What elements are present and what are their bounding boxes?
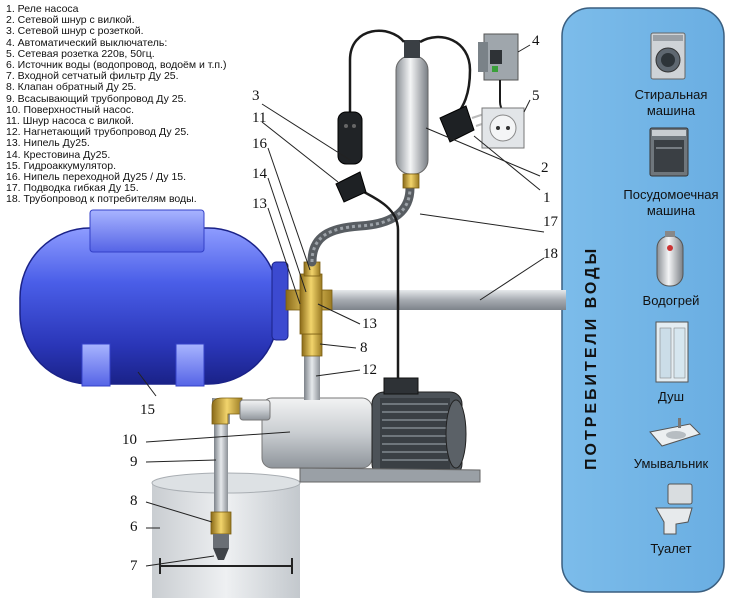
legend-item: 9. Всасывающий трубопровод Ду 25. [6,92,187,105]
callout-9: 9 [130,454,138,470]
consumer-label: машина [647,203,696,218]
consumer-label: машина [647,103,696,118]
callout-8-upper: 8 [360,340,368,356]
callout-11: 11 [252,110,266,126]
callout-5: 5 [532,88,540,104]
automatic-breaker [478,33,519,81]
legend-item: 4. Автоматический выключатель: [6,36,168,49]
dishwasher-icon [649,127,689,177]
mains-cord-with-socket [348,29,405,112]
legend-item: 6. Источник воды (водопровод, водоём и т… [6,59,227,72]
legend-item: 13. Нипель Ду25. [6,137,90,150]
check-valve-upper [301,333,323,357]
consumer-label: Душ [658,389,684,404]
callout-17-upper: 17 [543,214,559,230]
cord-socket [337,111,363,165]
callout-7: 7 [130,558,138,574]
outlet-pipe [330,290,566,310]
callout-16: 16 [252,136,268,152]
shower-cabin-icon [655,321,689,383]
toilet-icon [655,483,693,535]
consumers-title: ПОТРЕБИТЕЛИ ВОДЫ [583,246,600,470]
wall-socket [481,107,525,149]
consumer-label: Умывальник [634,456,709,471]
legend-list: 1. Реле насоса 2. Сетевой шнур с вилкой.… [6,3,227,206]
callout-14: 14 [252,166,268,182]
callout-13-lower: 13 [362,316,377,332]
legend-item: 15. Гидроаккумулятор. [6,159,117,172]
legend-item: 12. Нагнетающий трубопровод Ду 25. [6,126,190,139]
callout-15: 15 [140,402,155,418]
legend-item: 7. Входной сетчатый фильтр Ду 25. [6,70,179,83]
callout-13-upper: 13 [252,196,267,212]
callout-1: 1 [543,190,551,206]
legend-item: 18. Трубопровод к потребителям воды. [6,193,197,206]
legend-item: 3. Сетевой шнур с розеткой. [6,25,144,38]
washbasin-icon [649,418,701,447]
suction-pipe [211,397,243,516]
check-valve-lower [210,511,232,535]
legend-item: 1. Реле насоса [6,3,79,15]
legend-item: 10. Поверхностный насос. [6,103,135,116]
consumer-label: Туалет [650,541,691,556]
callout-6: 6 [130,519,138,535]
pressure-pipe [304,346,320,400]
consumer-label: Водогрей [643,293,700,308]
legend-item: 17. Подводка гибкая Ду 15. [6,182,139,195]
callout-3: 3 [252,88,260,104]
pump-plug [335,171,367,203]
legend-item: 14. Крестовина Ду25. [6,148,111,161]
inlet-filter [213,534,229,560]
callout-12: 12 [362,362,377,378]
hydro-accumulator [19,209,289,387]
consumer-label: Стиральная [635,87,708,102]
legend-item: 8. Клапан обратный Ду 25. [6,81,137,94]
legend-item: 2. Сетевой шнур с вилкой. [6,14,135,27]
legend-item: 5. Сетевая розетка 220в, 50гц. [6,47,155,60]
surface-pump [239,377,481,483]
legend-item: 16. Нипель переходной Ду25 / Ду 15. [6,171,187,184]
callout-10: 10 [122,432,137,448]
pressure-relay [395,40,429,189]
callout-4: 4 [532,33,540,49]
leader-lines [137,44,545,567]
water-heater-icon [656,231,684,287]
callout-8-lower: 8 [130,493,138,509]
callout-2: 2 [541,160,549,176]
pump-cord-with-plug [359,188,400,378]
callout-18: 18 [543,246,558,262]
consumer-label: Посудомоечная [623,187,718,202]
legend-item: 11. Шнур насоса с вилкой. [6,115,134,128]
washing-machine-icon [650,32,686,80]
